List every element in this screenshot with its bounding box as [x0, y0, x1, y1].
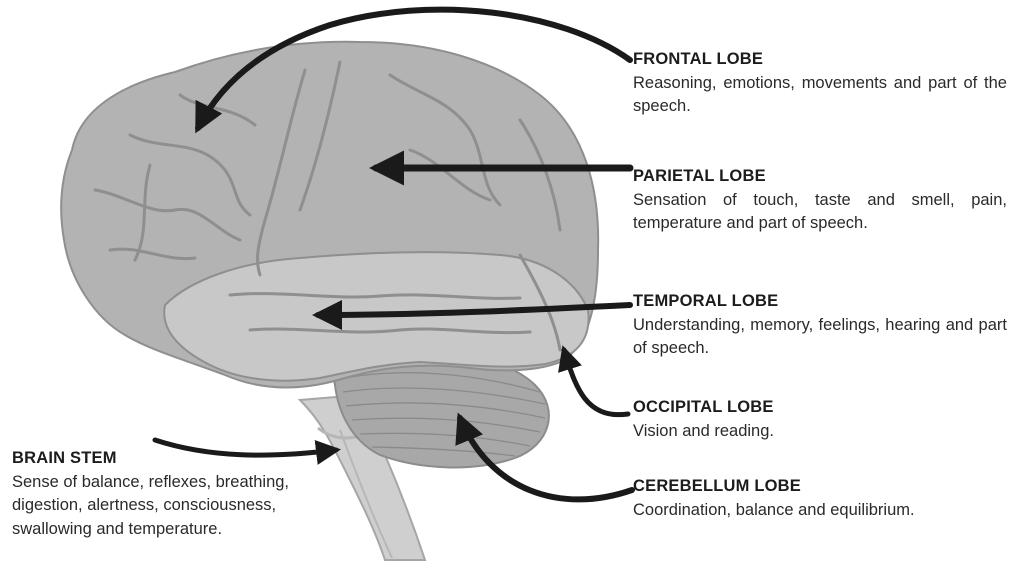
parietal-lobe-title: PARIETAL LOBE	[633, 165, 1007, 189]
occipital-lobe-description: Vision and reading.	[633, 420, 1007, 444]
temporal-lobe-title: TEMPORAL LOBE	[633, 290, 1007, 314]
cerebellum-lobe-title: CEREBELLUM LOBE	[633, 475, 933, 499]
temporal-lobe-description: Understanding, memory, feelings, hearing…	[633, 314, 1007, 361]
occipital-lobe-title: OCCIPITAL LOBE	[633, 396, 1007, 420]
cerebellum-lobe-description: Coordination, balance and equilibrium.	[633, 499, 933, 523]
frontal-lobe-title: FRONTAL LOBE	[633, 48, 1007, 72]
temporal-lobe-label: TEMPORAL LOBE Understanding, memory, fee…	[633, 290, 1007, 361]
parietal-lobe-description: Sensation of touch, taste and smell, pai…	[633, 189, 1007, 236]
brain-stem-label: BRAIN STEM Sense of balance, reflexes, b…	[12, 447, 312, 541]
frontal-lobe-label: FRONTAL LOBE Reasoning, emotions, moveme…	[633, 48, 1007, 119]
brain-stem-title: BRAIN STEM	[12, 447, 312, 471]
parietal-lobe-label: PARIETAL LOBE Sensation of touch, taste …	[633, 165, 1007, 236]
brain-stem-description: Sense of balance, reflexes, breathing, d…	[12, 471, 312, 542]
occipital-lobe-label: OCCIPITAL LOBE Vision and reading.	[633, 396, 1007, 443]
frontal-lobe-description: Reasoning, emotions, movements and part …	[633, 72, 1007, 119]
occipital-arrow	[564, 350, 628, 415]
cerebellum-lobe-label: CEREBELLUM LOBE Coordination, balance an…	[633, 475, 933, 522]
